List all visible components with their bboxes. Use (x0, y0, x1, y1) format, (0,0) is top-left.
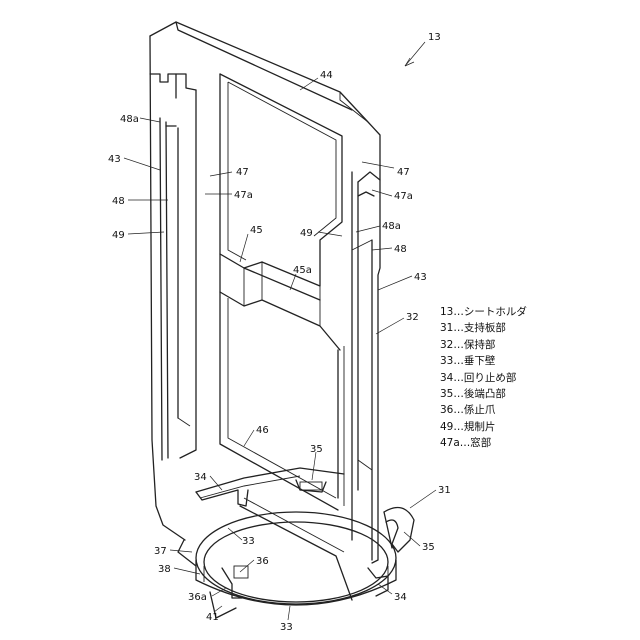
right-rails (352, 172, 380, 560)
label-13: 13 (428, 32, 441, 43)
label-33-bottom: 33 (280, 622, 293, 633)
lower-window (220, 292, 344, 510)
legend-item: 33…垂下壁 (440, 353, 630, 369)
legend-item: 47a…窓部 (440, 435, 630, 451)
label-48-right: 48 (394, 244, 407, 255)
label-35-top: 35 (310, 444, 323, 455)
legend-item: 35…後端凸部 (440, 386, 630, 402)
legend-item: 36…係止爪 (440, 402, 630, 418)
label-48-left: 48 (112, 196, 125, 207)
label-49-left: 49 (112, 230, 125, 241)
upper-window (220, 74, 342, 286)
label-46: 46 (256, 425, 269, 436)
label-47-left: 47 (236, 167, 249, 178)
label-31: 31 (438, 485, 451, 496)
legend-item: 34…回り止め部 (440, 370, 630, 386)
label-35-right: 35 (422, 542, 435, 553)
label-45: 45 (250, 225, 263, 236)
label-34-left: 34 (194, 472, 207, 483)
label-43-left: 43 (108, 154, 121, 165)
label-48a-right: 48a (382, 221, 401, 232)
label-47a-right: 47a (394, 191, 413, 202)
middle-bar (220, 254, 340, 350)
label-41: 41 (206, 612, 219, 623)
label-38: 38 (158, 564, 171, 575)
label-33-mid: 33 (242, 536, 255, 547)
legend-item: 31…支持板部 (440, 320, 630, 336)
label-49-right: 49 (300, 228, 313, 239)
label-47a-left: 47a (234, 190, 253, 201)
legend-item: 49…規制片 (440, 419, 630, 435)
label-44: 44 (320, 70, 333, 81)
reference-legend: 13…シートホルダ 31…支持板部 32…保持部 33…垂下壁 34…回り止め部… (440, 304, 630, 452)
label-32: 32 (406, 312, 419, 323)
label-36: 36 (256, 556, 269, 567)
label-36a: 36a (188, 592, 207, 603)
support-ring (196, 468, 396, 605)
label-45a: 45a (293, 265, 312, 276)
label-47-right: 47 (397, 167, 410, 178)
legend-item: 32…保持部 (440, 337, 630, 353)
label-34-bottom: 34 (394, 592, 407, 603)
label-37: 37 (154, 546, 167, 557)
label-48a-left: 48a (120, 114, 139, 125)
legend-item: 13…シートホルダ (440, 304, 630, 320)
label-43-right: 43 (414, 272, 427, 283)
